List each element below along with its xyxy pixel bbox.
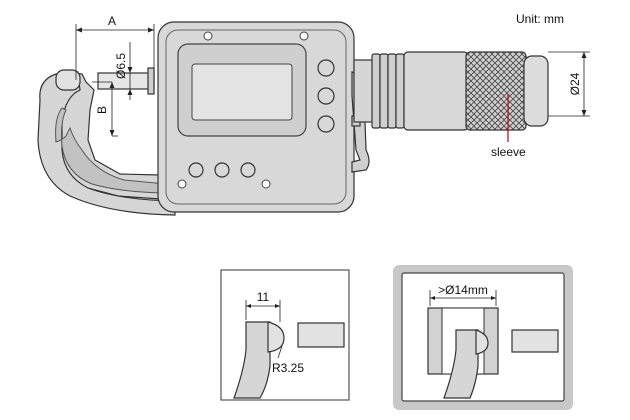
side-button xyxy=(317,87,335,105)
detail-anvil-tip xyxy=(267,321,285,353)
bottom-button xyxy=(240,162,256,178)
unit-label: Unit: mm xyxy=(516,12,564,26)
dim-b-label: B xyxy=(95,106,109,114)
knurled-grip xyxy=(465,51,527,131)
detail-anvil-body xyxy=(233,321,271,399)
screw-hole xyxy=(177,179,187,189)
lcd-screen xyxy=(191,63,293,121)
dimension-thimble-dia: Ø24 xyxy=(548,51,590,117)
c-frame-recess xyxy=(55,107,167,194)
side-button xyxy=(317,59,335,77)
bottom-button xyxy=(214,162,230,178)
c-frame-outer xyxy=(37,73,176,216)
barrel-neck xyxy=(353,59,375,123)
dimension-a: A xyxy=(75,14,155,80)
sleeve-callout: sleeve xyxy=(491,94,526,159)
barrel-ring xyxy=(371,53,381,129)
screw-hole xyxy=(261,179,271,189)
dim-thimble-label: Ø24 xyxy=(568,72,582,95)
barrel-ring xyxy=(379,53,389,129)
bottom-button xyxy=(188,162,204,178)
end-cap xyxy=(523,55,549,127)
screw-hole xyxy=(203,31,213,41)
screw-hole xyxy=(299,31,309,41)
thimble xyxy=(403,51,469,131)
detail-spindle xyxy=(297,322,345,348)
dim-spindle-label: Ø6.5 xyxy=(114,53,128,79)
dim-anvil-width-label: 11 xyxy=(257,290,270,304)
barrel-ring xyxy=(387,53,397,129)
anvil xyxy=(55,69,81,91)
sleeve-label: sleeve xyxy=(491,145,526,159)
detail2-anvil-body xyxy=(443,329,479,399)
detail2-spindle xyxy=(511,329,559,353)
detail-anvil-radius: 11 R3.25 xyxy=(220,269,350,401)
barrel-ring xyxy=(395,53,405,129)
side-button xyxy=(317,115,335,133)
gauge-body-inner xyxy=(165,29,347,205)
detail2-anvil-tip xyxy=(475,329,489,355)
spindle-collar xyxy=(147,67,155,95)
detail-clearance: >Ø14mm xyxy=(393,265,573,410)
dim-clearance-label: >Ø14mm xyxy=(438,283,488,297)
micrometer-assembly xyxy=(37,21,549,216)
dim-a-label: A xyxy=(108,14,116,28)
dimension-b: B xyxy=(92,81,118,137)
dim-radius-label: R3.25 xyxy=(272,361,304,375)
dimension-spindle-dia: Ø6.5 xyxy=(114,42,133,100)
